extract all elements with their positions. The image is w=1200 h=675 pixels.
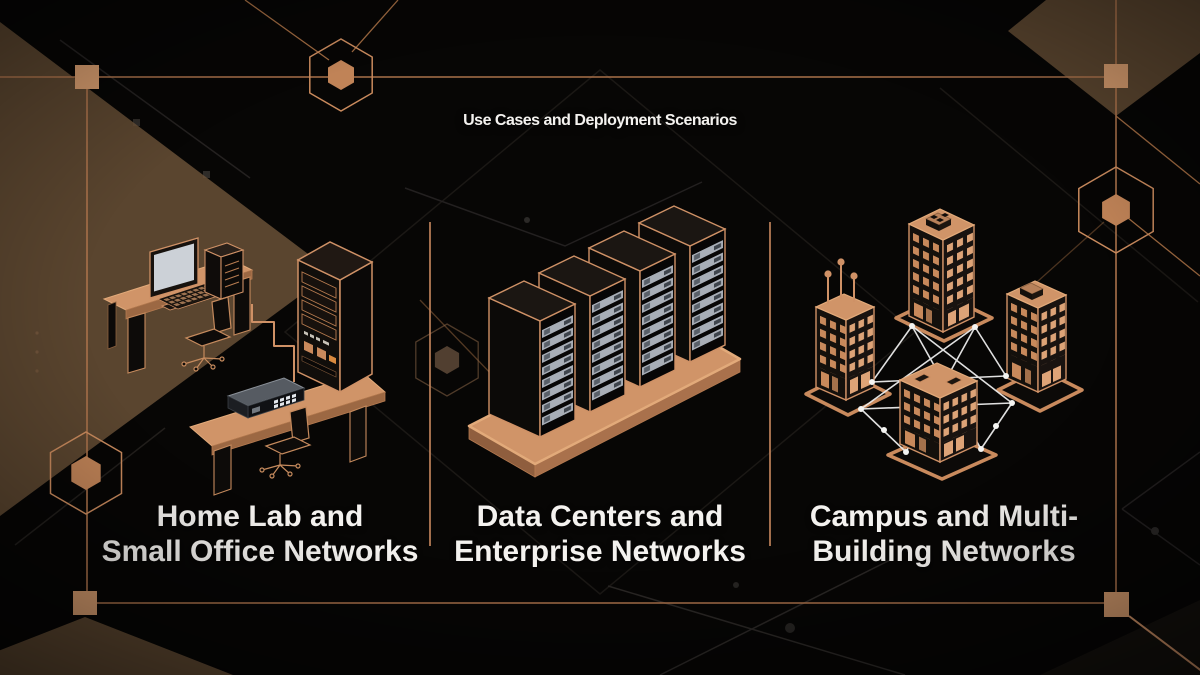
- home-lab-illustration: [102, 237, 387, 496]
- label-campus: Campus and Multi- Building Networks: [772, 499, 1116, 569]
- label-home-lab-line1: Home Lab and: [156, 500, 364, 533]
- campus-network-illustration: [804, 208, 1084, 481]
- office-building-top: [907, 208, 976, 334]
- network-cable: [251, 304, 295, 382]
- server-tower-icon: [296, 241, 374, 394]
- label-data-center: Data Centers and Enterprise Networks: [432, 499, 768, 569]
- label-home-lab: Home Lab and Small Office Networks: [90, 499, 430, 569]
- label-home-lab-line2: Small Office Networks: [101, 535, 419, 568]
- label-data-center-line1: Data Centers and: [476, 500, 724, 533]
- office-building-bottom: [898, 362, 979, 464]
- label-campus-line1: Campus and Multi-: [809, 500, 1079, 533]
- office-building-left: [814, 258, 876, 402]
- server-rack: [487, 280, 577, 439]
- data-center-illustration: [467, 205, 742, 478]
- office-chair-icon: [181, 296, 232, 372]
- label-data-center-line2: Enterprise Networks: [454, 535, 746, 568]
- desktop-tower-icon: [203, 242, 245, 300]
- office-building-right: [1005, 280, 1068, 394]
- label-campus-line2: Building Networks: [812, 535, 1076, 568]
- page-title: Use Cases and Deployment Scenarios: [463, 112, 737, 129]
